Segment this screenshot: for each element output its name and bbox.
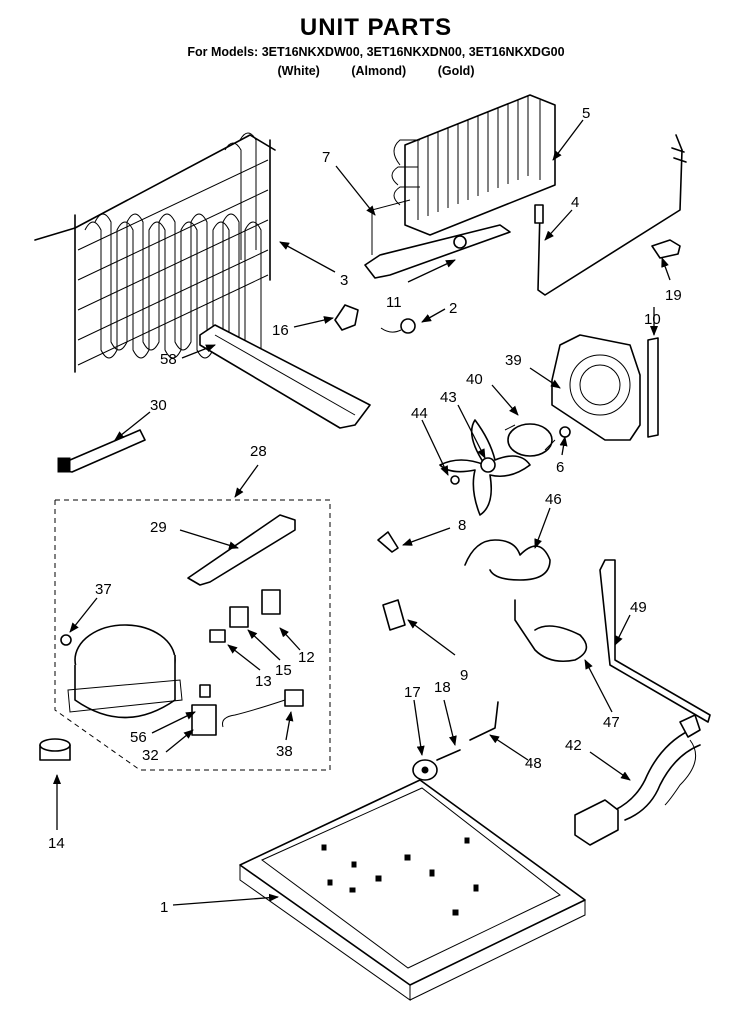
callout-42: 42	[565, 737, 582, 754]
callout-38: 38	[276, 743, 293, 760]
roller-assembly	[412, 749, 461, 781]
callout-labels: 1 2 3 4 5 6 7 8 9 10 11 12 13 14 15 16 1…	[48, 105, 682, 916]
callout-11: 11	[386, 294, 402, 311]
callout-6: 6	[556, 459, 564, 476]
grommet-part	[39, 738, 71, 761]
callout-46: 46	[545, 491, 562, 508]
callout-9: 9	[460, 667, 468, 684]
base-tray	[239, 779, 586, 1001]
callout-8: 8	[458, 517, 466, 534]
callout-37: 37	[95, 581, 112, 598]
thermistor-part	[57, 429, 146, 473]
color-white: (White)	[277, 64, 320, 78]
callout-40: 40	[466, 371, 483, 388]
callout-28: 28	[250, 443, 267, 460]
tubing-and-brackets	[377, 531, 711, 741]
small-hardware	[334, 235, 467, 334]
callout-12: 12	[298, 649, 315, 666]
callout-2: 2	[449, 300, 457, 317]
callout-43: 43	[440, 389, 457, 406]
callout-30: 30	[150, 397, 167, 414]
callout-7: 7	[322, 149, 330, 166]
callout-47: 47	[603, 714, 620, 731]
fan-assembly	[439, 334, 641, 516]
callout-48: 48	[525, 755, 542, 772]
drain-pan	[199, 324, 371, 429]
wire-harness	[574, 714, 701, 846]
callout-5: 5	[582, 105, 590, 122]
callout-4: 4	[571, 194, 579, 211]
color-variants: (White) (Almond) (Gold)	[0, 64, 752, 78]
callout-16: 16	[272, 322, 289, 339]
leader-lines	[53, 119, 671, 906]
callout-3: 3	[340, 272, 348, 289]
callout-13: 13	[255, 673, 272, 690]
defrost-wiring	[534, 134, 687, 438]
callout-17: 17	[404, 684, 421, 701]
callout-29: 29	[150, 519, 167, 536]
callout-14: 14	[48, 835, 65, 852]
evaporator-assembly	[364, 94, 556, 279]
callout-39: 39	[505, 352, 522, 369]
page-title: UNIT PARTS	[299, 14, 453, 41]
color-gold: (Gold)	[437, 64, 475, 78]
compressor-kit-box	[54, 499, 331, 771]
callout-32: 32	[142, 747, 159, 764]
callout-56: 56	[130, 729, 147, 746]
callout-58: 58	[160, 351, 177, 368]
callout-19: 19	[665, 287, 682, 304]
color-almond: (Almond)	[351, 64, 407, 78]
callout-15: 15	[275, 662, 292, 679]
models-line: For Models: 3ET16NKXDW00, 3ET16NKXDN00, …	[187, 45, 565, 59]
compressor-kit-parts	[60, 514, 304, 736]
callout-49: 49	[630, 599, 647, 616]
callout-18: 18	[434, 679, 451, 696]
callout-1: 1	[160, 899, 168, 916]
condenser-coil	[34, 132, 276, 373]
callout-44: 44	[411, 405, 428, 422]
callout-10: 10	[644, 311, 661, 328]
